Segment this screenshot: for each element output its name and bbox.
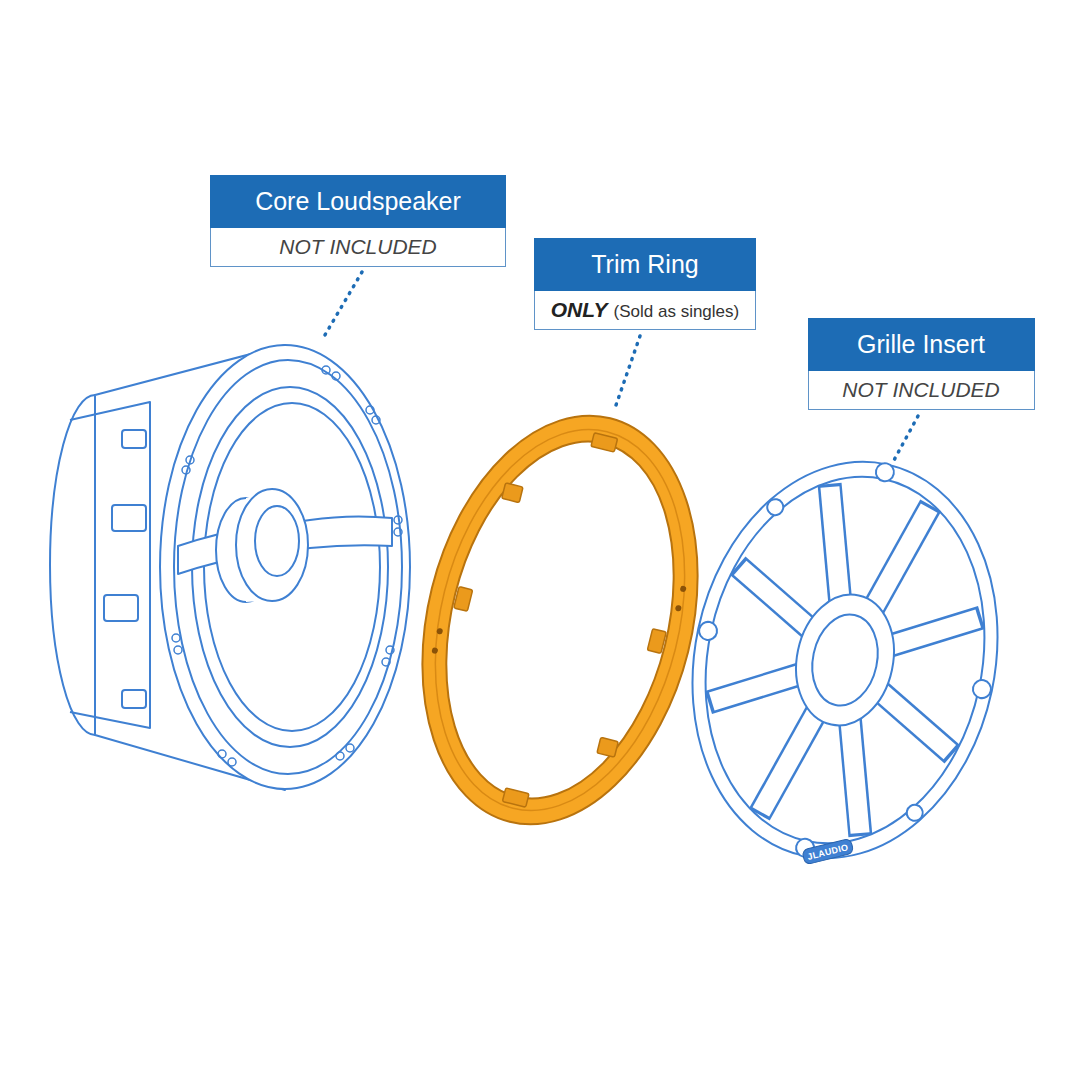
trim-ring-drawing-part-part	[680, 585, 687, 592]
callout-note-box: NOT INCLUDED	[808, 371, 1035, 410]
loudspeaker-drawing-part-part	[372, 416, 380, 424]
trim-ring-drawing-part-part	[591, 433, 618, 452]
callout-box: Trim RingONLY (Sold as singles)	[534, 238, 756, 330]
grille-drawing-part	[688, 469, 1002, 852]
loudspeaker-drawing-part	[122, 430, 146, 448]
trim-ring-drawing-part-part	[597, 737, 618, 757]
grille-drawing-part-part	[708, 657, 799, 720]
trim-ring-drawing-part	[398, 403, 723, 837]
loudspeaker-drawing-part-part	[186, 456, 194, 464]
trim-ring-drawing-part-part	[502, 483, 523, 503]
callout-heading: Core Loudspeaker	[210, 175, 506, 228]
trim-ring-drawing-part-part	[675, 605, 682, 612]
grille-drawing-part-part	[697, 620, 718, 641]
loudspeaker-drawing-part	[236, 489, 308, 601]
leader-lines-part	[322, 272, 362, 340]
grille-drawing-part-part	[971, 678, 992, 699]
grille-drawing-part	[673, 451, 1018, 870]
loudspeaker-drawing-part-part	[394, 516, 402, 524]
loudspeaker-drawing-part-part	[174, 646, 182, 654]
grille-drawing-part-part	[731, 568, 819, 628]
callout-box: Core LoudspeakerNOT INCLUDED	[210, 175, 506, 267]
grille-drawing-part-part	[891, 602, 979, 662]
leader-lines-part	[615, 336, 640, 408]
grille-drawing-part-part	[874, 462, 895, 483]
grille-drawing-part	[657, 433, 1034, 887]
grille-drawing-part	[691, 472, 998, 848]
grille-drawing-part	[784, 585, 905, 734]
loudspeaker-drawing-part	[255, 506, 299, 576]
trim-ring-drawing-part	[382, 386, 739, 854]
loudspeaker-drawing-part	[70, 402, 150, 728]
grille-drawing-part-part	[766, 498, 785, 517]
callout-note: ONLY	[551, 298, 608, 321]
loudspeaker-drawing-part	[104, 595, 138, 621]
callout-note: NOT INCLUDED	[842, 378, 1000, 401]
grille-drawing	[656, 432, 1033, 888]
grille-drawing-part-part	[759, 705, 816, 822]
loudspeaker-drawing-part-part	[228, 758, 236, 766]
loudspeaker-drawing-part-part	[172, 634, 180, 642]
grille-drawing-part	[804, 608, 886, 711]
loudspeaker-drawing-part-part	[322, 366, 330, 374]
logo-badge-part	[802, 838, 854, 865]
callout-note-box: NOT INCLUDED	[210, 228, 506, 267]
grille-drawing-part-part	[807, 487, 862, 600]
loudspeaker-drawing-part	[204, 403, 380, 731]
grille-drawing-part-part	[871, 692, 962, 755]
trim-ring-drawing-part-part	[647, 629, 666, 654]
loudspeaker-drawing-part	[112, 505, 146, 531]
loudspeaker-drawing-part-part	[218, 750, 226, 758]
trim-ring-drawing	[382, 386, 739, 854]
callout-heading: Grille Insert	[808, 318, 1035, 371]
logo-badge	[802, 838, 854, 865]
grille-drawing-part-part	[827, 720, 884, 837]
callout-box: Grille InsertNOT INCLUDED	[808, 318, 1035, 410]
loudspeaker-drawing-part	[160, 345, 410, 789]
loudspeaker-drawing-part-part	[336, 752, 344, 760]
grille-drawing-part-part	[905, 803, 924, 822]
callout-note: (Sold as singles)	[614, 302, 740, 321]
leader-lines-part	[893, 416, 918, 462]
grille-drawing-part-part	[874, 498, 931, 615]
trim-ring-drawing-part	[411, 410, 709, 830]
loudspeaker-drawing-part	[172, 366, 402, 766]
grille-drawing-part	[657, 432, 1032, 887]
grille-drawing-part-part	[871, 692, 959, 752]
loudspeaker-drawing	[50, 345, 410, 790]
grille-drawing-part-part	[874, 501, 929, 614]
loudspeaker-drawing-part	[192, 387, 388, 747]
loudspeaker-drawing-part	[174, 360, 402, 774]
loudspeaker-drawing-part	[122, 690, 146, 708]
loudspeaker-drawing-part-part	[394, 528, 402, 536]
callout-heading: Trim Ring	[534, 238, 756, 291]
loudspeaker-drawing-part-part	[182, 466, 190, 474]
callout-note: NOT INCLUDED	[279, 235, 437, 258]
trim-ring-drawing-part-part	[502, 788, 529, 807]
grille-drawing-part-part	[827, 720, 882, 833]
trim-ring-drawing-part-part	[436, 628, 443, 635]
grille-drawing-part-part	[761, 706, 816, 819]
loudspeaker-drawing-part-part	[386, 646, 394, 654]
trim-ring-drawing-part	[431, 531, 687, 709]
loudspeaker-drawing-part-part	[366, 406, 374, 414]
loudspeaker-drawing-part-part	[346, 744, 354, 752]
callout-note-box: ONLY (Sold as singles)	[534, 291, 756, 330]
trim-ring-drawing-part-part	[454, 587, 473, 612]
grille-drawing-part-part	[712, 658, 800, 718]
trim-ring-drawing-part-part	[431, 647, 438, 654]
grille-drawing-part-part	[728, 566, 819, 629]
loudspeaker-drawing-part-part	[382, 658, 390, 666]
grille-drawing-part-part	[806, 484, 863, 601]
loudspeaker-drawing-part-part	[332, 372, 340, 380]
grille-drawing-part-part	[891, 600, 982, 663]
